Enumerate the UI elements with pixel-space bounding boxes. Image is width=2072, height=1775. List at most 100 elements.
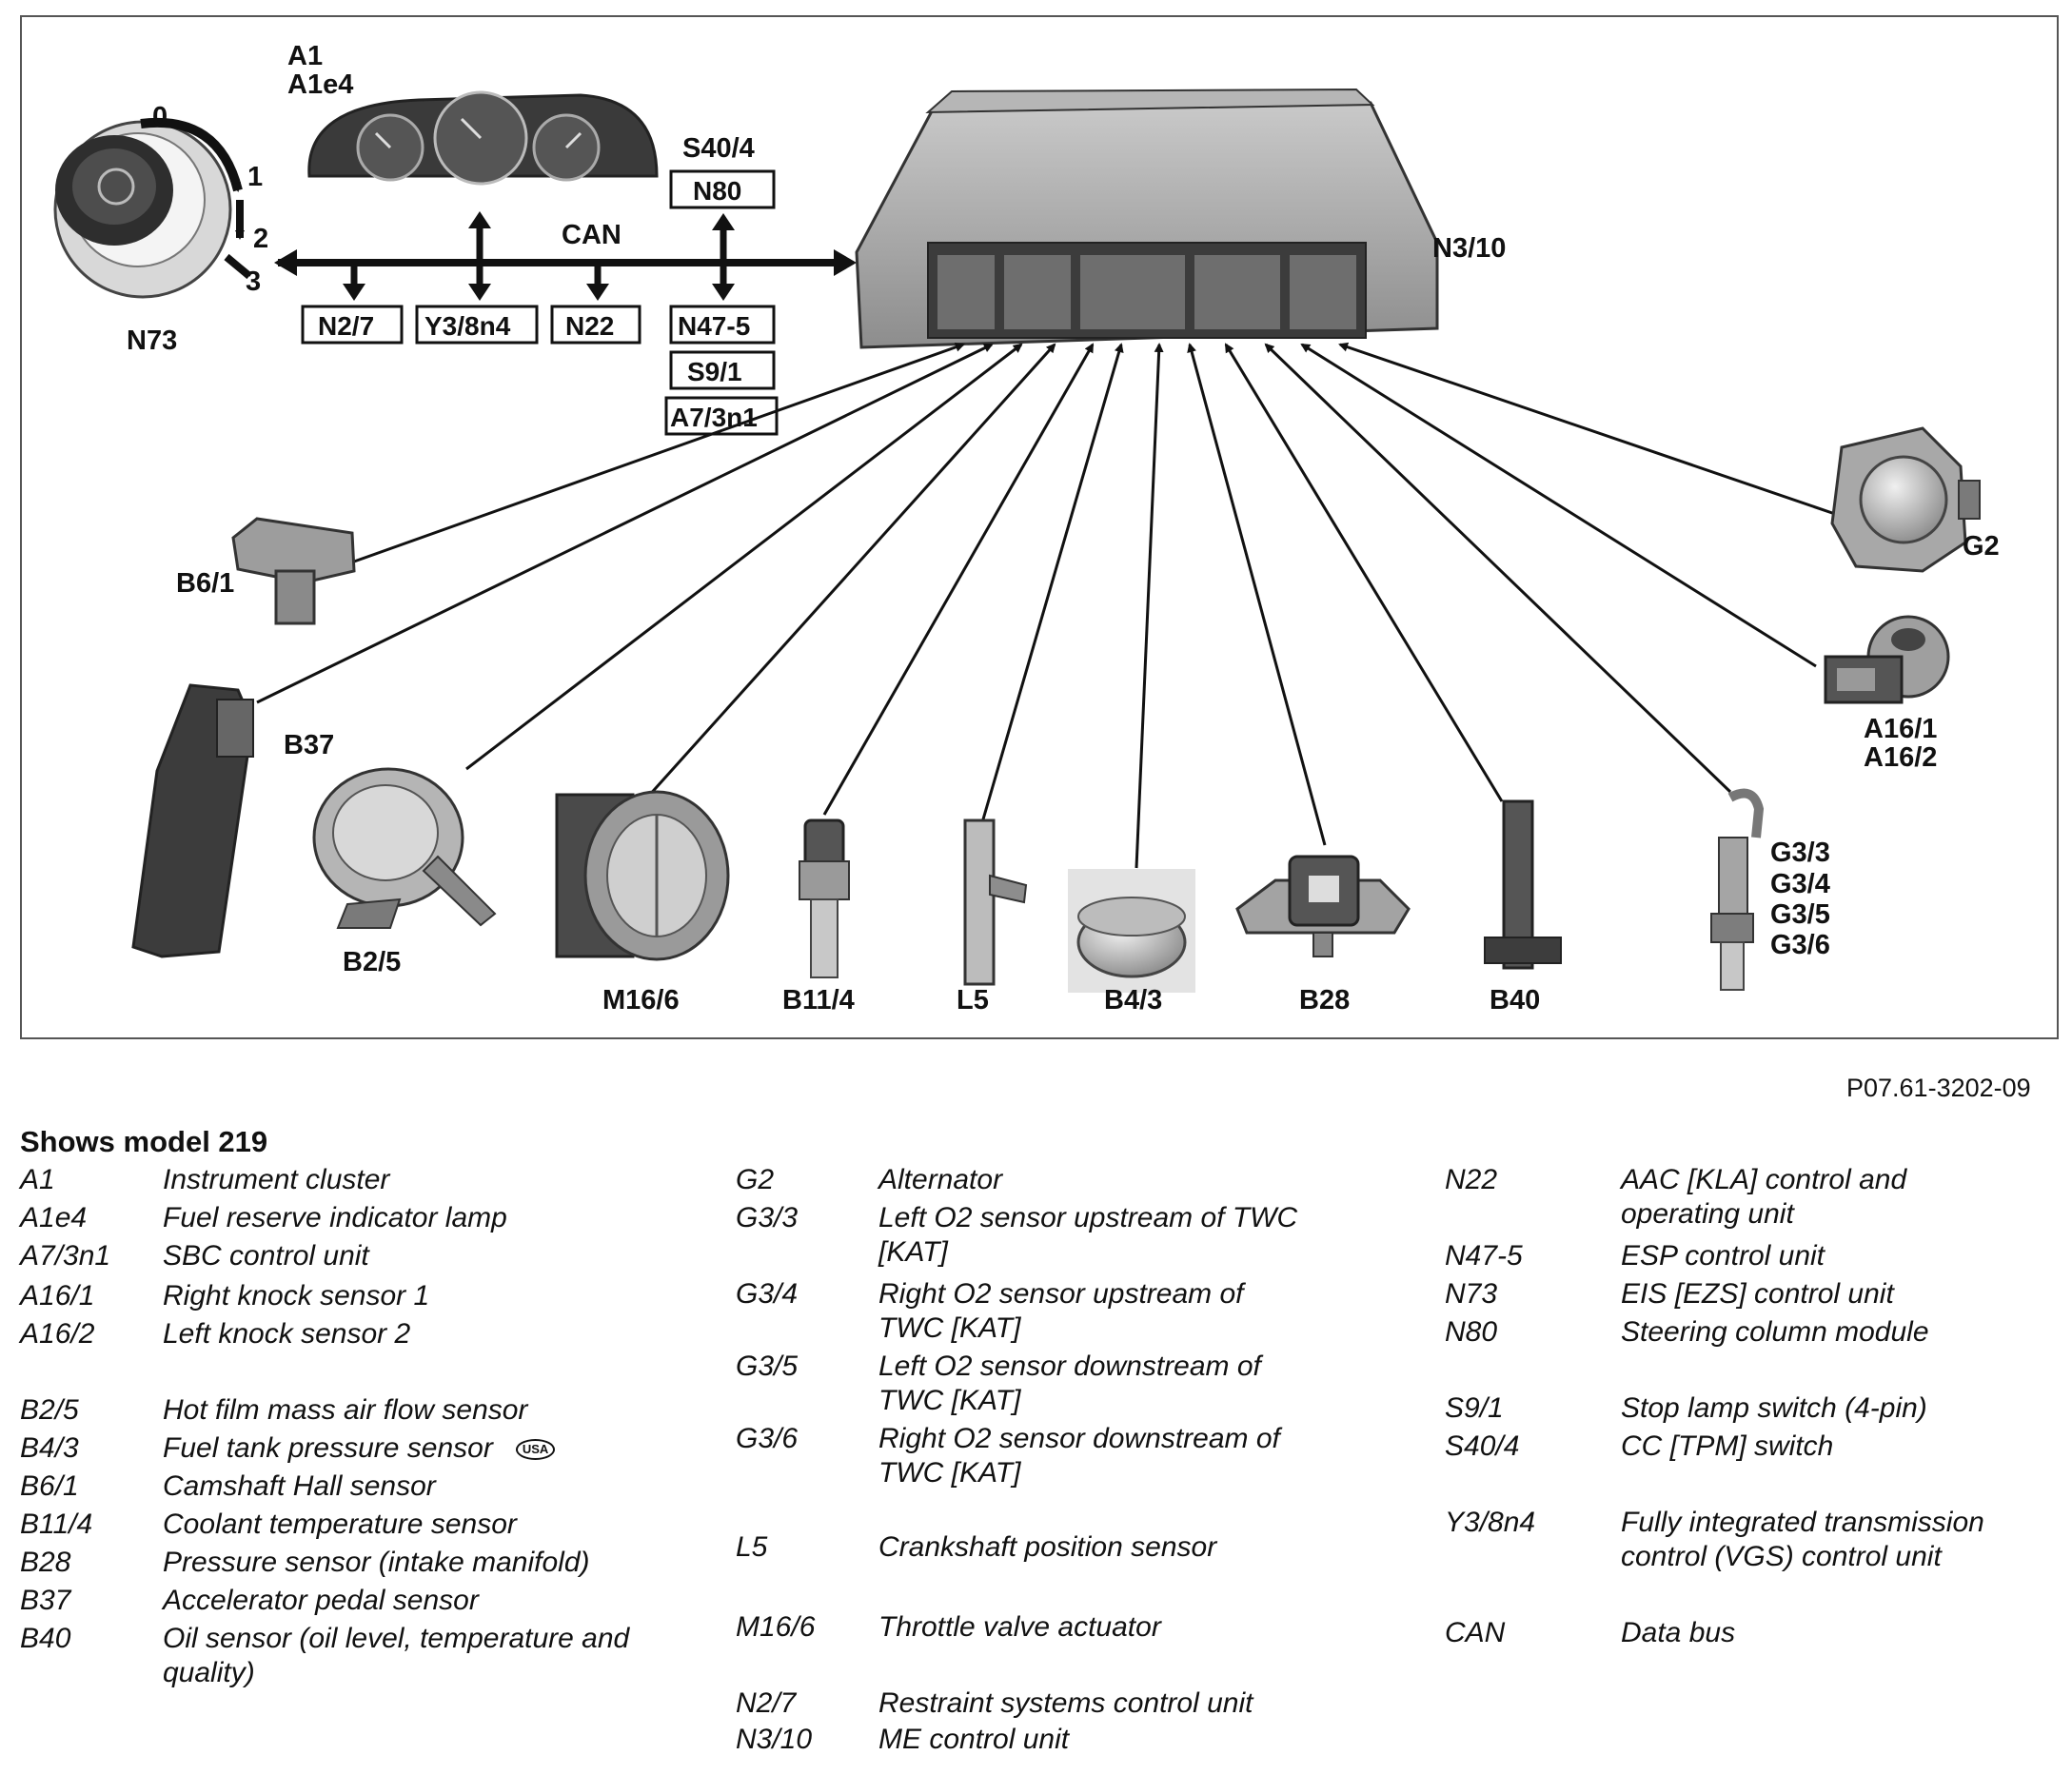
label-b6-1: B6/1 (176, 568, 234, 599)
ignition-position-0: 0 (152, 102, 168, 132)
legend-row: N73 EIS [EZS] control unit (1445, 1277, 2054, 1315)
legend-code: N22 (1445, 1164, 1498, 1195)
legend-code: N80 (1445, 1316, 1498, 1348)
legend-code: B11/4 (20, 1509, 93, 1540)
legend-row: Y3/8n4 Fully integrated transmission con… (1445, 1506, 2054, 1616)
legend-code: CAN (1445, 1617, 1506, 1648)
legend-code: S9/1 (1445, 1392, 1504, 1424)
label-s40-4: S40/4 (682, 133, 755, 164)
label-m16-6: M16/6 (602, 985, 680, 1016)
legend-desc: Throttle valve actuator (878, 1611, 1161, 1643)
legend-desc: Left O2 sensor upstream of TWC [KAT] (878, 1202, 1298, 1268)
legend-desc: Oil sensor (oil level, temperature and q… (163, 1623, 630, 1688)
can-bus (274, 211, 857, 301)
box-n22-label: N22 (565, 311, 614, 341)
fuel-tank-pressure-sensor-illustration (1068, 869, 1195, 993)
label-a16-2: A16/2 (1864, 742, 1937, 773)
legend-column-1: A1 Instrument cluster A1e4 Fuel reserve … (20, 1163, 705, 1690)
legend-row: N47-5 ESP control unit (1445, 1239, 2054, 1277)
sensor-wires (256, 342, 1836, 869)
legend-row: B2/5 Hot film mass air flow sensor (20, 1393, 705, 1431)
legend-code: B2/5 (20, 1394, 79, 1426)
o2-sensor-illustration (1710, 788, 1765, 991)
legend-row: CAN Data bus (1445, 1616, 2054, 1650)
legend-desc: Accelerator pedal sensor (163, 1585, 479, 1616)
label-a1: A1 (287, 41, 323, 71)
me-control-unit-illustration (855, 88, 1439, 349)
box-a7-3n1: A7/3n1 (664, 396, 779, 436)
label-b40: B40 (1490, 985, 1540, 1016)
legend-row: B11/4 Coolant temperature sensor (20, 1508, 705, 1546)
legend-row: S9/1 Stop lamp switch (4-pin) (1445, 1391, 2054, 1430)
box-y3-8n4-label: Y3/8n4 (424, 311, 511, 341)
legend-code: S40/4 (1445, 1430, 1520, 1462)
legend-row: A1 Instrument cluster (20, 1163, 705, 1201)
oil-sensor-illustration (1484, 799, 1562, 970)
ignition-position-2: 2 (253, 224, 268, 254)
legend-code: A7/3n1 (20, 1240, 111, 1272)
wiring-diagram: 0 1 2 3 N73 A1 A1e4 CAN S40/4 (53, 41, 2000, 1016)
legend-desc: Instrument cluster (163, 1164, 390, 1195)
legend-row: G3/5 Left O2 sensor downstream of TWC [K… (736, 1350, 1364, 1422)
legend-row: A7/3n1 SBC control unit (20, 1239, 705, 1279)
throttle-valve-actuator-illustration (555, 790, 730, 961)
legend-code: N73 (1445, 1278, 1498, 1310)
legend-row: G3/3 Left O2 sensor upstream of TWC [KAT… (736, 1201, 1364, 1277)
legend-row: B40 Oil sensor (oil level, temperature a… (20, 1622, 705, 1690)
accelerator-pedal-illustration (131, 683, 254, 958)
knock-sensor-illustration (1824, 615, 1950, 704)
legend-desc-text: Fuel tank pressure sensor (163, 1432, 493, 1464)
mass-air-flow-sensor-illustration (312, 767, 497, 929)
legend-code: G3/5 (736, 1351, 799, 1382)
legend-code: Y3/8n4 (1445, 1507, 1536, 1538)
box-s9-1: S9/1 (669, 350, 776, 390)
legend-desc: Fully integrated transmission control (V… (1621, 1507, 1984, 1572)
legend-row: A16/1 Right knock sensor 1 (20, 1279, 705, 1317)
legend-desc: Stop lamp switch (4-pin) (1621, 1392, 1927, 1424)
legend-code: M16/6 (736, 1611, 816, 1643)
figure-code: P07.61-3202-09 (1846, 1074, 2031, 1102)
legend-row: G3/4 Right O2 sensor upstream of TWC [KA… (736, 1277, 1364, 1350)
legend-code: L5 (736, 1531, 768, 1563)
legend-row: N22 AAC [KLA] control and operating unit (1445, 1163, 2054, 1239)
label-b11-4: B11/4 (782, 985, 855, 1016)
legend-row: A16/2 Left knock sensor 2 (20, 1317, 705, 1393)
legend-row: S40/4 CC [TPM] switch (1445, 1430, 2054, 1506)
legend-code: G3/4 (736, 1278, 799, 1310)
crankshaft-sensor-illustration (963, 818, 1028, 986)
legend-code: A16/2 (20, 1318, 95, 1350)
legend-desc: Alternator (878, 1164, 1003, 1195)
legend-desc: Hot film mass air flow sensor (163, 1394, 528, 1426)
legend-row: N2/7 Restraint systems control unit (736, 1686, 1364, 1723)
box-n80: N80 (669, 169, 776, 209)
label-a16-1: A16/1 (1864, 714, 1937, 744)
legend-row: B28 Pressure sensor (intake manifold) (20, 1546, 705, 1584)
legend-column-2: G2 Alternator G3/3 Left O2 sensor upstre… (736, 1163, 1364, 1757)
legend-code: A16/1 (20, 1280, 95, 1312)
legend-desc: Steering column module (1621, 1316, 1929, 1348)
legend-desc: Camshaft Hall sensor (163, 1470, 436, 1502)
legend-desc: Pressure sensor (intake manifold) (163, 1547, 590, 1578)
legend-desc: ME control unit (878, 1724, 1070, 1755)
box-n80-label: N80 (693, 176, 741, 206)
box-n47-5-label: N47-5 (678, 311, 750, 341)
legend-desc: CC [TPM] switch (1621, 1430, 1834, 1462)
label-g3-4: G3/4 (1770, 869, 1830, 899)
ignition-position-3: 3 (246, 266, 261, 297)
ignition-position-1: 1 (247, 162, 263, 192)
box-y3-8n4: Y3/8n4 (415, 305, 539, 345)
label-g3-6: G3/6 (1770, 930, 1830, 960)
legend-row: N3/10 ME control unit (736, 1723, 1364, 1757)
box-s9-1-label: S9/1 (687, 357, 742, 386)
legend-code: G3/6 (736, 1423, 799, 1454)
intake-pressure-sensor-illustration (1235, 855, 1411, 957)
legend-code: A1 (20, 1164, 55, 1195)
legend-desc: AAC [KLA] control and operating unit (1621, 1164, 1907, 1230)
legend-column-3: N22 AAC [KLA] control and operating unit… (1445, 1163, 2054, 1650)
legend-desc: Left O2 sensor downstream of TWC [KAT] (878, 1351, 1261, 1416)
legend-row: A1e4 Fuel reserve indicator lamp (20, 1201, 705, 1239)
camshaft-sensor-illustration (231, 517, 356, 625)
legend-desc: Restraint systems control unit (878, 1687, 1253, 1719)
